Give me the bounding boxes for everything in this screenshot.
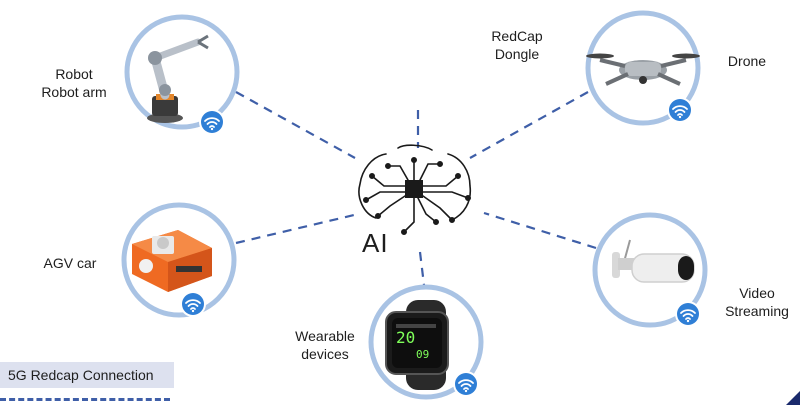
link-robot [235,91,356,159]
robot-node [124,14,240,136]
link-wearable [418,251,426,286]
camera-node [592,212,708,328]
label-camera: Video Streaming [725,285,789,319]
wifi-icon [179,290,207,318]
label-wearable: Wearable devices [295,328,355,362]
svg-text:20: 20 [396,328,415,347]
ai-label: AI [362,228,389,258]
drone-icon [586,53,700,86]
wifi-icon [666,96,694,124]
wifi-icon [674,300,702,328]
ai-brain-chip-icon [358,144,472,236]
corner-decoration [786,391,800,405]
agv-car-icon [132,230,212,292]
link-drone [469,91,589,159]
wearable-node: 20 09 [368,284,484,400]
svg-text:09: 09 [416,348,429,361]
wifi-icon [198,108,226,136]
security-camera-icon [612,239,695,283]
label-redcap: RedCap Dongle [491,28,543,62]
legend-dashed-line [0,398,170,401]
robot-arm-icon [147,34,209,123]
label-robot: Robot Robot arm [41,66,107,100]
agv-node [121,202,237,318]
connection-lines [235,91,597,286]
smartwatch-icon: 20 09 [385,300,449,390]
label-agv: AGV car [43,255,97,271]
legend-label: 5G Redcap Connection [0,362,174,388]
wifi-icon [452,370,480,398]
label-drone: Drone [727,53,767,69]
link-camera [483,211,597,250]
link-agv [235,213,355,245]
drone-node [585,10,701,126]
